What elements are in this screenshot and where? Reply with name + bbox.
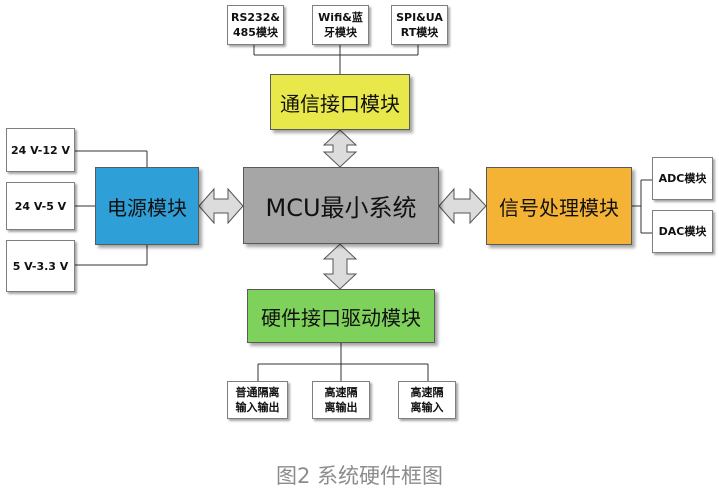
communication-interface-module: 通信接口模块	[270, 74, 410, 130]
wifi-bluetooth-module: Wifi&蓝 牙模块	[312, 5, 369, 45]
rs232-485-module: RS232& 485模块	[227, 5, 284, 45]
double-arrow-icon	[322, 243, 358, 290]
signal-processing-module: 信号处理模块	[486, 167, 632, 245]
power-24v-5v: 24 V-5 V	[6, 182, 75, 230]
high-speed-isolated-input: 高速隔 离输入	[398, 381, 456, 419]
double-arrow-icon	[438, 187, 487, 225]
mcu-minimum-system: MCU最小系统	[243, 167, 439, 244]
power-24v-12v: 24 V-12 V	[6, 128, 75, 172]
spi-uart-module: SPI&UA RT模块	[391, 5, 448, 45]
normal-isolated-io: 普通隔离 输入输出	[227, 381, 288, 419]
double-arrow-icon	[322, 129, 358, 168]
figure-caption: 图2 系统硬件框图	[275, 464, 444, 488]
double-arrow-icon	[198, 187, 244, 225]
hardware-interface-driver-module: 硬件接口驱动模块	[247, 289, 435, 343]
dac-module: DAC模块	[652, 210, 713, 253]
power-module: 电源模块	[95, 167, 199, 245]
power-5v-3v3: 5 V-3.3 V	[6, 240, 75, 292]
adc-module: ADC模块	[652, 157, 713, 200]
high-speed-isolated-output: 高速隔 离输出	[312, 381, 370, 419]
